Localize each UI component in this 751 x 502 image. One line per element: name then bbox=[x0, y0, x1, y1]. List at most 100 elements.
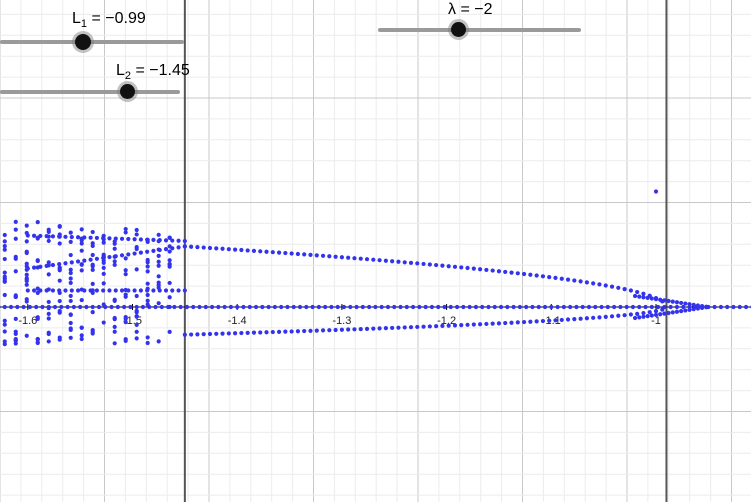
data-point bbox=[484, 321, 489, 327]
data-point bbox=[24, 272, 29, 277]
slider-lambda[interactable]: λ = −2 bbox=[375, 0, 585, 45]
data-point bbox=[226, 247, 231, 252]
data-point bbox=[402, 260, 407, 265]
data-point bbox=[377, 326, 382, 331]
slider-l2-knob[interactable] bbox=[120, 84, 135, 99]
slider-l2[interactable]: L2 = −1.45 bbox=[0, 60, 190, 105]
x-tick-label: -1 bbox=[651, 315, 661, 327]
data-point bbox=[145, 264, 150, 269]
data-point bbox=[364, 326, 370, 331]
data-point bbox=[88, 288, 93, 293]
data-point bbox=[78, 304, 83, 310]
data-point bbox=[448, 304, 453, 310]
data-point bbox=[79, 268, 84, 273]
data-point bbox=[291, 304, 296, 310]
data-point bbox=[687, 307, 692, 312]
data-point bbox=[170, 288, 175, 293]
data-point bbox=[534, 319, 539, 324]
data-point bbox=[308, 328, 313, 333]
data-point bbox=[35, 220, 40, 225]
slider-lambda-knob[interactable] bbox=[451, 22, 466, 37]
data-point bbox=[52, 304, 58, 310]
data-point bbox=[408, 260, 414, 265]
data-point bbox=[314, 328, 319, 333]
data-point bbox=[24, 278, 29, 284]
data-point bbox=[471, 266, 476, 271]
data-point bbox=[167, 295, 172, 300]
slider-lambda-track[interactable] bbox=[378, 28, 581, 32]
data-point bbox=[145, 257, 150, 263]
data-point bbox=[241, 304, 246, 310]
data-point bbox=[68, 280, 73, 285]
data-point bbox=[46, 316, 51, 321]
data-point bbox=[699, 305, 705, 311]
data-point bbox=[107, 254, 112, 260]
data-point bbox=[46, 331, 51, 337]
slider-l1-track[interactable] bbox=[0, 40, 184, 44]
slider-l1[interactable]: L1 = −0.99 bbox=[0, 8, 190, 53]
data-point bbox=[156, 274, 161, 279]
data-point bbox=[134, 322, 139, 327]
data-point bbox=[46, 238, 51, 244]
data-point bbox=[417, 304, 422, 310]
data-point bbox=[364, 257, 370, 262]
data-point bbox=[167, 329, 172, 334]
data-point bbox=[35, 315, 40, 320]
data-point bbox=[427, 324, 432, 329]
data-point bbox=[346, 327, 351, 332]
data-point bbox=[471, 322, 476, 327]
data-point bbox=[156, 280, 161, 285]
data-point bbox=[486, 304, 491, 310]
data-point bbox=[578, 279, 583, 284]
data-point bbox=[123, 320, 128, 325]
data-point bbox=[134, 293, 139, 299]
data-point bbox=[327, 254, 332, 259]
data-point bbox=[134, 267, 139, 272]
data-point bbox=[50, 288, 56, 293]
data-point bbox=[145, 237, 150, 242]
data-point bbox=[75, 288, 81, 293]
data-point bbox=[163, 247, 169, 252]
data-point bbox=[637, 304, 642, 310]
data-point bbox=[59, 304, 64, 310]
data-point bbox=[170, 246, 175, 251]
data-point bbox=[383, 258, 388, 263]
data-point bbox=[679, 308, 684, 314]
slider-l2-track[interactable] bbox=[0, 90, 180, 94]
data-point bbox=[404, 304, 409, 310]
data-point bbox=[71, 304, 76, 310]
data-point bbox=[123, 337, 128, 342]
data-point bbox=[681, 304, 686, 310]
data-point bbox=[126, 288, 131, 293]
data-point bbox=[101, 320, 106, 325]
data-point bbox=[112, 341, 117, 346]
data-point bbox=[653, 308, 659, 314]
data-point bbox=[622, 287, 627, 292]
data-point bbox=[272, 304, 277, 310]
x-tick-label: -1.1 bbox=[542, 315, 561, 327]
data-point bbox=[276, 250, 282, 255]
data-point bbox=[79, 241, 84, 246]
data-point bbox=[528, 272, 533, 277]
data-point bbox=[605, 304, 610, 310]
data-point bbox=[145, 288, 150, 293]
data-point bbox=[260, 304, 265, 310]
data-point bbox=[358, 256, 363, 261]
data-point bbox=[603, 283, 608, 288]
data-point bbox=[352, 327, 357, 332]
slider-l1-knob[interactable] bbox=[75, 34, 91, 50]
data-point bbox=[515, 320, 520, 325]
slider-lambda-label: λ = −2 bbox=[448, 1, 492, 19]
data-point bbox=[239, 247, 244, 253]
data-point bbox=[201, 245, 206, 250]
data-point bbox=[13, 316, 18, 321]
data-point bbox=[446, 264, 451, 269]
data-point bbox=[57, 298, 62, 304]
data-point bbox=[157, 238, 162, 243]
data-point bbox=[46, 339, 51, 344]
data-point bbox=[683, 308, 688, 313]
data-point bbox=[737, 304, 742, 310]
data-point bbox=[295, 251, 301, 257]
data-point bbox=[239, 330, 244, 336]
